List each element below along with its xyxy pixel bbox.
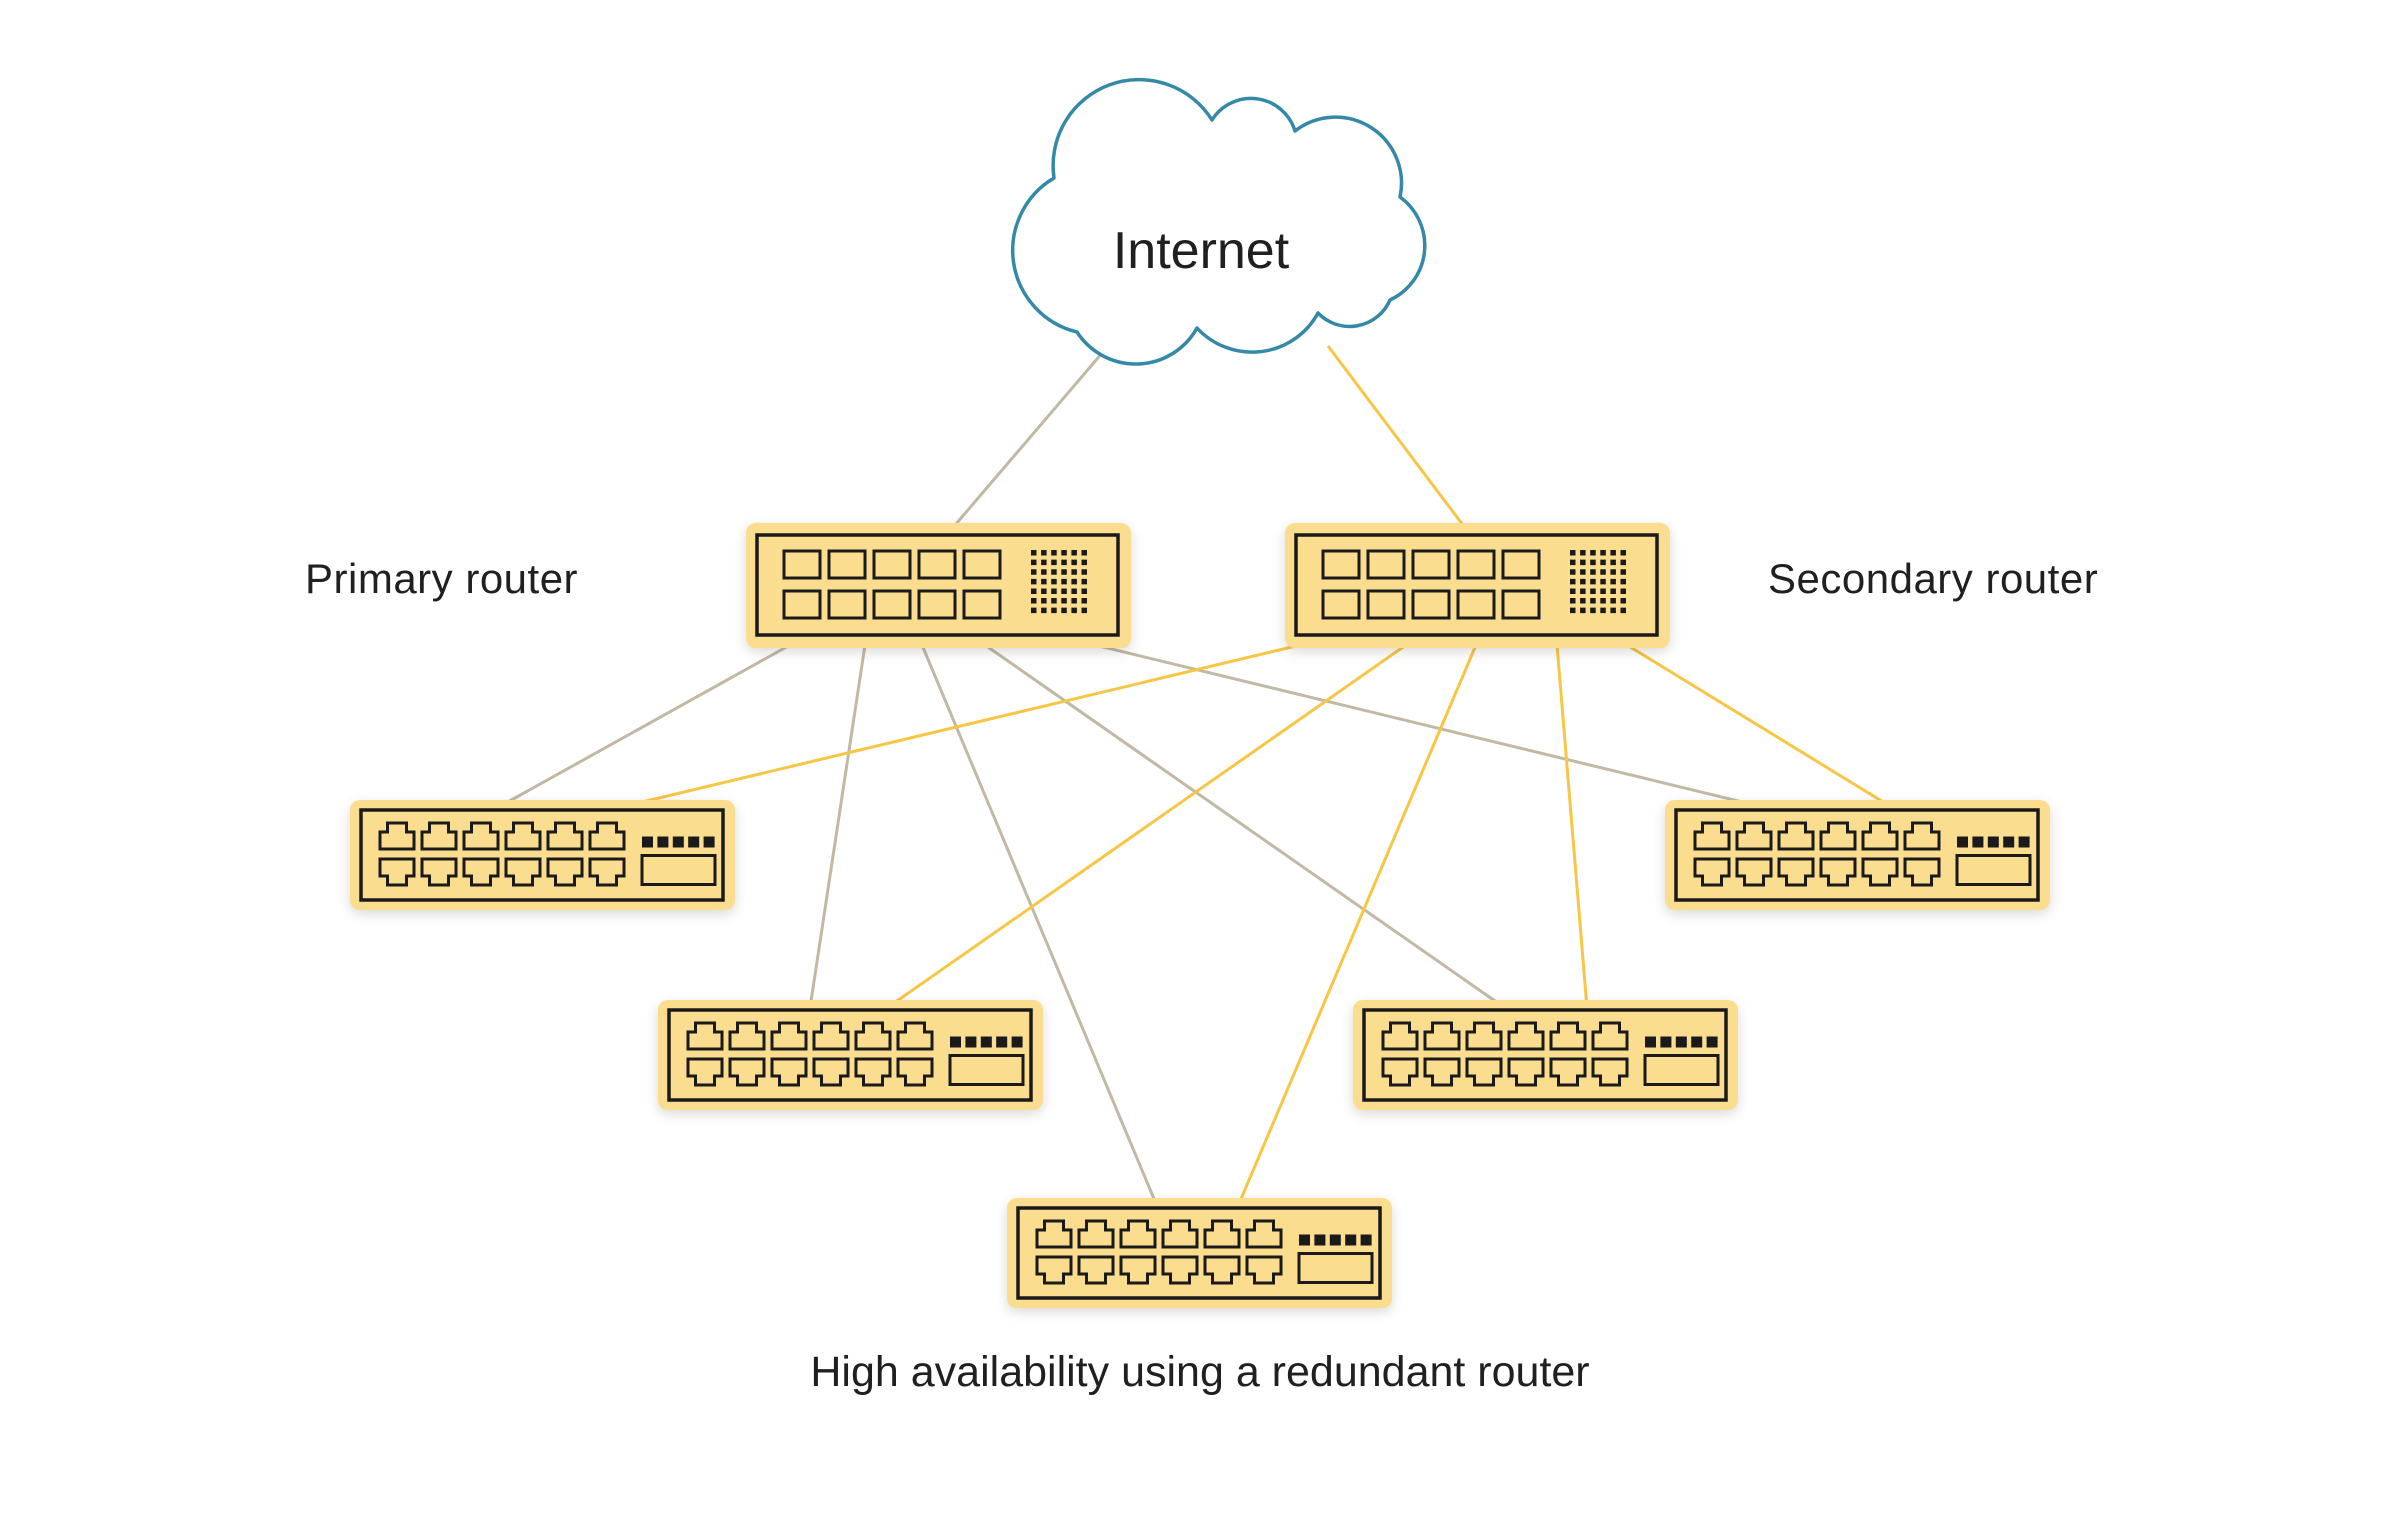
link-secondary-router-switch-center-right: [1555, 644, 1589, 1009]
primary-router-device: [746, 523, 1131, 648]
switch-icon: [350, 800, 735, 910]
switch-center-left-device: [658, 1000, 1043, 1110]
switch-bottom-device: [1007, 1198, 1392, 1308]
link-primary-router-switch-center-left: [808, 644, 867, 1009]
link-secondary-router-switch-bottom: [1236, 644, 1478, 1207]
link-primary-router-switch-left: [496, 643, 791, 810]
switch-right-device: [1665, 800, 2050, 910]
link-primary-router-switch-bottom: [920, 644, 1159, 1207]
link-primary-router-switch-right: [1094, 643, 1768, 810]
internet-label: Internet: [1112, 222, 1290, 280]
switch-left-device: [350, 800, 735, 910]
switch-icon: [1353, 1000, 1738, 1110]
link-secondary-router-switch-left: [616, 643, 1301, 810]
secondary-router-label: Secondary router: [1768, 555, 2099, 602]
switch-icon: [1007, 1198, 1392, 1308]
switch-icon: [658, 1000, 1043, 1110]
diagram-caption: High availability using a redundant rout…: [810, 1348, 1590, 1396]
primary-router-label: Primary router: [305, 555, 579, 602]
link-internet-secondary-router: [1326, 345, 1480, 546]
link-primary-router-switch-center-right: [984, 643, 1506, 1010]
secondary-router-device: [1285, 523, 1670, 648]
link-secondary-router-switch-right: [1626, 643, 1894, 810]
link-secondary-router-switch-center-left: [886, 643, 1407, 1010]
router-icon: [746, 523, 1131, 648]
link-internet-primary-router: [936, 351, 1105, 546]
switch-center-right-device: [1353, 1000, 1738, 1110]
internet-cloud-shape: [1010, 77, 1427, 366]
switch-icon: [1665, 800, 2050, 910]
router-icon: [1285, 523, 1670, 648]
